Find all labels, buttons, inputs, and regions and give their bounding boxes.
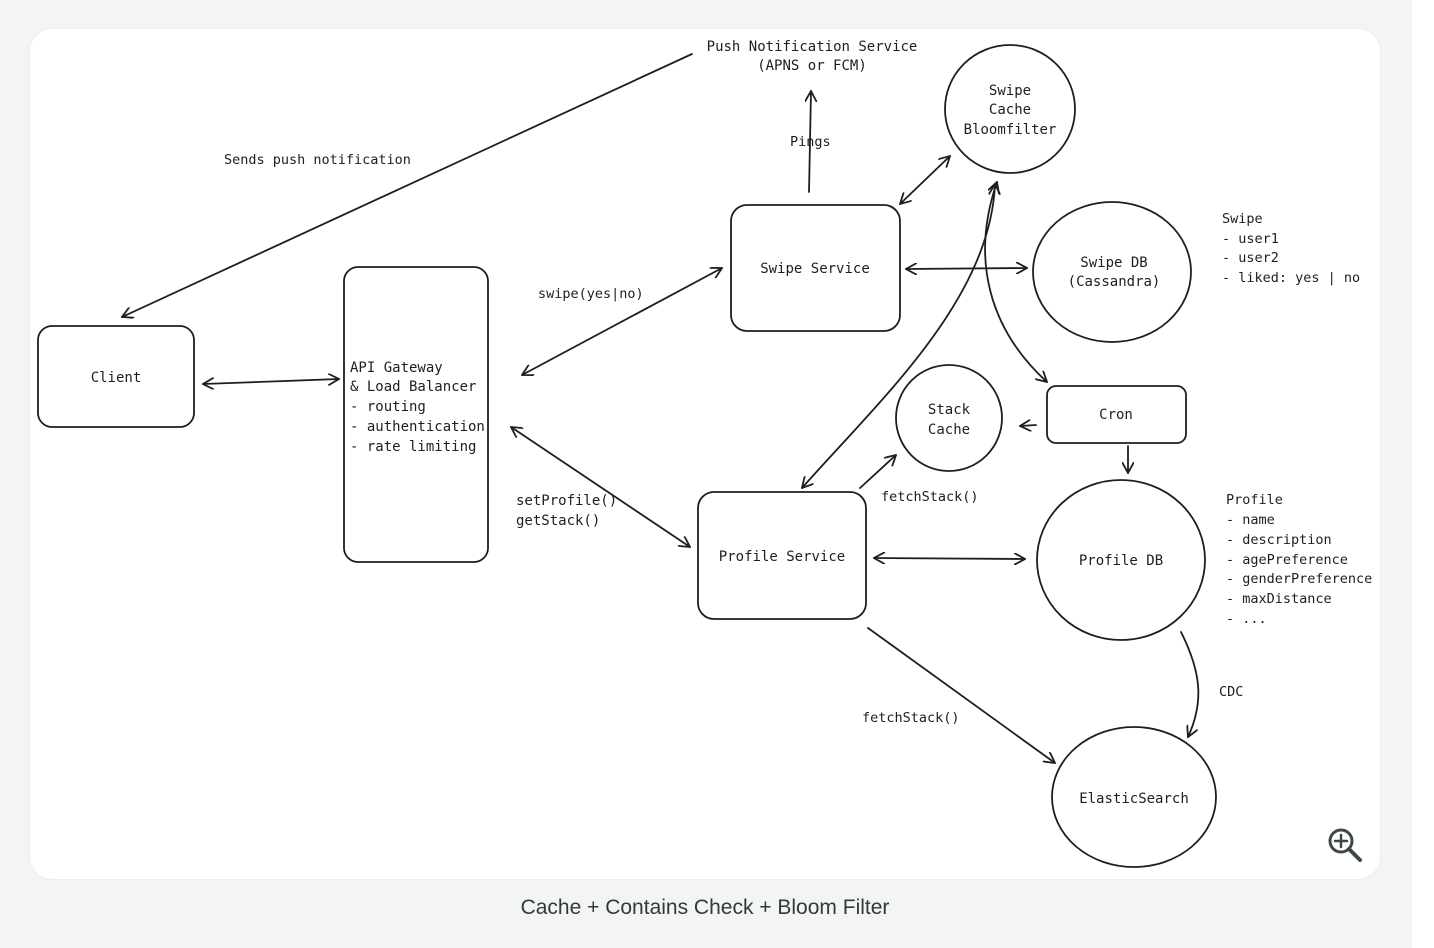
- swipe-cache-line-3: Bloomfilter: [964, 122, 1057, 138]
- gateway-line-3: - routing: [350, 399, 426, 415]
- swipe-cache-cron-arrow: [984, 182, 1047, 382]
- api-gateway-node: API Gateway & Load Balancer - routing - …: [343, 266, 489, 563]
- page-margin: [1412, 0, 1434, 948]
- set-profile-label: setProfile(): [516, 493, 617, 509]
- stack-cache-node: Stack Cache: [895, 364, 1003, 472]
- profile-notes-line-5: - genderPreference: [1226, 571, 1372, 587]
- profile-service-label: Profile Service: [719, 549, 845, 565]
- profile-db-arrow: [874, 558, 1025, 559]
- swipe-cache-line-1: Swipe: [989, 83, 1031, 99]
- cron-stack-cache-arrow: [1020, 425, 1037, 426]
- elasticsearch-node: ElasticSearch: [1051, 726, 1217, 868]
- profile-notes-line-1: Profile: [1226, 492, 1283, 508]
- get-stack-label: getStack(): [516, 513, 600, 529]
- gateway-line-2: & Load Balancer: [350, 379, 476, 395]
- client-node: Client: [37, 325, 195, 428]
- swipe-schema-notes: Swipe - user1 - user2 - liked: yes | no: [1222, 211, 1360, 286]
- gateway-swipe-arrow: [522, 268, 722, 375]
- gateway-line-5: - rate limiting: [350, 439, 476, 455]
- profile-db-node: Profile DB: [1036, 479, 1206, 641]
- swipe-notes-line-4: - liked: yes | no: [1222, 270, 1360, 286]
- swipe-notes-line-1: Swipe: [1222, 211, 1263, 227]
- push-service-line-2: (APNS or FCM): [757, 58, 867, 74]
- swipe-notes-line-3: - user2: [1222, 250, 1279, 266]
- profile-notes-line-6: - maxDistance: [1226, 591, 1332, 607]
- elasticsearch-label: ElasticSearch: [1079, 791, 1189, 807]
- diagram-card: [30, 29, 1380, 879]
- profile-notes-line-3: - description: [1226, 532, 1332, 548]
- profile-notes-line-7: - ...: [1226, 611, 1267, 627]
- cdc-arrow: [1180, 631, 1200, 737]
- swipe-cache-arrow: [900, 156, 950, 204]
- gateway-line-1: API Gateway: [350, 360, 443, 376]
- zoom-in-icon[interactable]: [1326, 826, 1364, 864]
- profile-swipe-cache-arrow: [802, 184, 995, 488]
- profile-schema-notes: Profile - name - description - agePrefer…: [1226, 492, 1372, 627]
- swipe-db-line-1: Swipe DB: [1080, 255, 1147, 271]
- cron-node: Cron: [1046, 385, 1187, 444]
- push-to-client-arrow: [122, 53, 693, 317]
- profile-stack-cache-arrow: [859, 455, 896, 489]
- swipe-cache-node: Swipe Cache Bloomfilter: [944, 44, 1076, 174]
- client-gateway-arrow: [203, 379, 339, 384]
- swipe-notes-line-2: - user1: [1222, 231, 1279, 247]
- fetch-stack-cache-label: fetchStack(): [881, 489, 979, 505]
- push-notification-service: Push Notification Service (APNS or FCM): [707, 39, 918, 74]
- fetch-stack-search-label: fetchStack(): [862, 710, 960, 726]
- profile-service-node: Profile Service: [697, 491, 867, 620]
- swipe-cache-line-2: Cache: [989, 102, 1031, 118]
- sends-push-label: Sends push notification: [224, 152, 411, 168]
- stack-cache-line-2: Cache: [928, 422, 970, 438]
- swipe-db-node: Swipe DB (Cassandra): [1032, 201, 1192, 343]
- pings-arrow: [809, 91, 811, 193]
- swipe-db-arrow: [906, 268, 1027, 269]
- swipe-service-label: Swipe Service: [760, 261, 870, 277]
- profile-notes-line-4: - agePreference: [1226, 552, 1348, 568]
- swipe-call-label: swipe(yes|no): [538, 286, 644, 302]
- gateway-line-4: - authentication: [350, 419, 485, 435]
- stack-cache-line-1: Stack: [928, 402, 971, 418]
- client-label: Client: [91, 370, 142, 386]
- cdc-label: CDC: [1219, 684, 1243, 700]
- figure-caption: Cache + Contains Check + Bloom Filter: [520, 896, 890, 919]
- profile-db-label: Profile DB: [1079, 553, 1163, 569]
- push-service-line-1: Push Notification Service: [707, 39, 918, 55]
- profile-search-arrow: [867, 627, 1055, 763]
- swipe-db-line-2: (Cassandra): [1068, 274, 1161, 290]
- profile-notes-line-2: - name: [1226, 512, 1275, 528]
- gateway-profile-arrow: [511, 427, 690, 547]
- cron-label: Cron: [1099, 407, 1133, 423]
- swipe-service-node: Swipe Service: [730, 204, 901, 332]
